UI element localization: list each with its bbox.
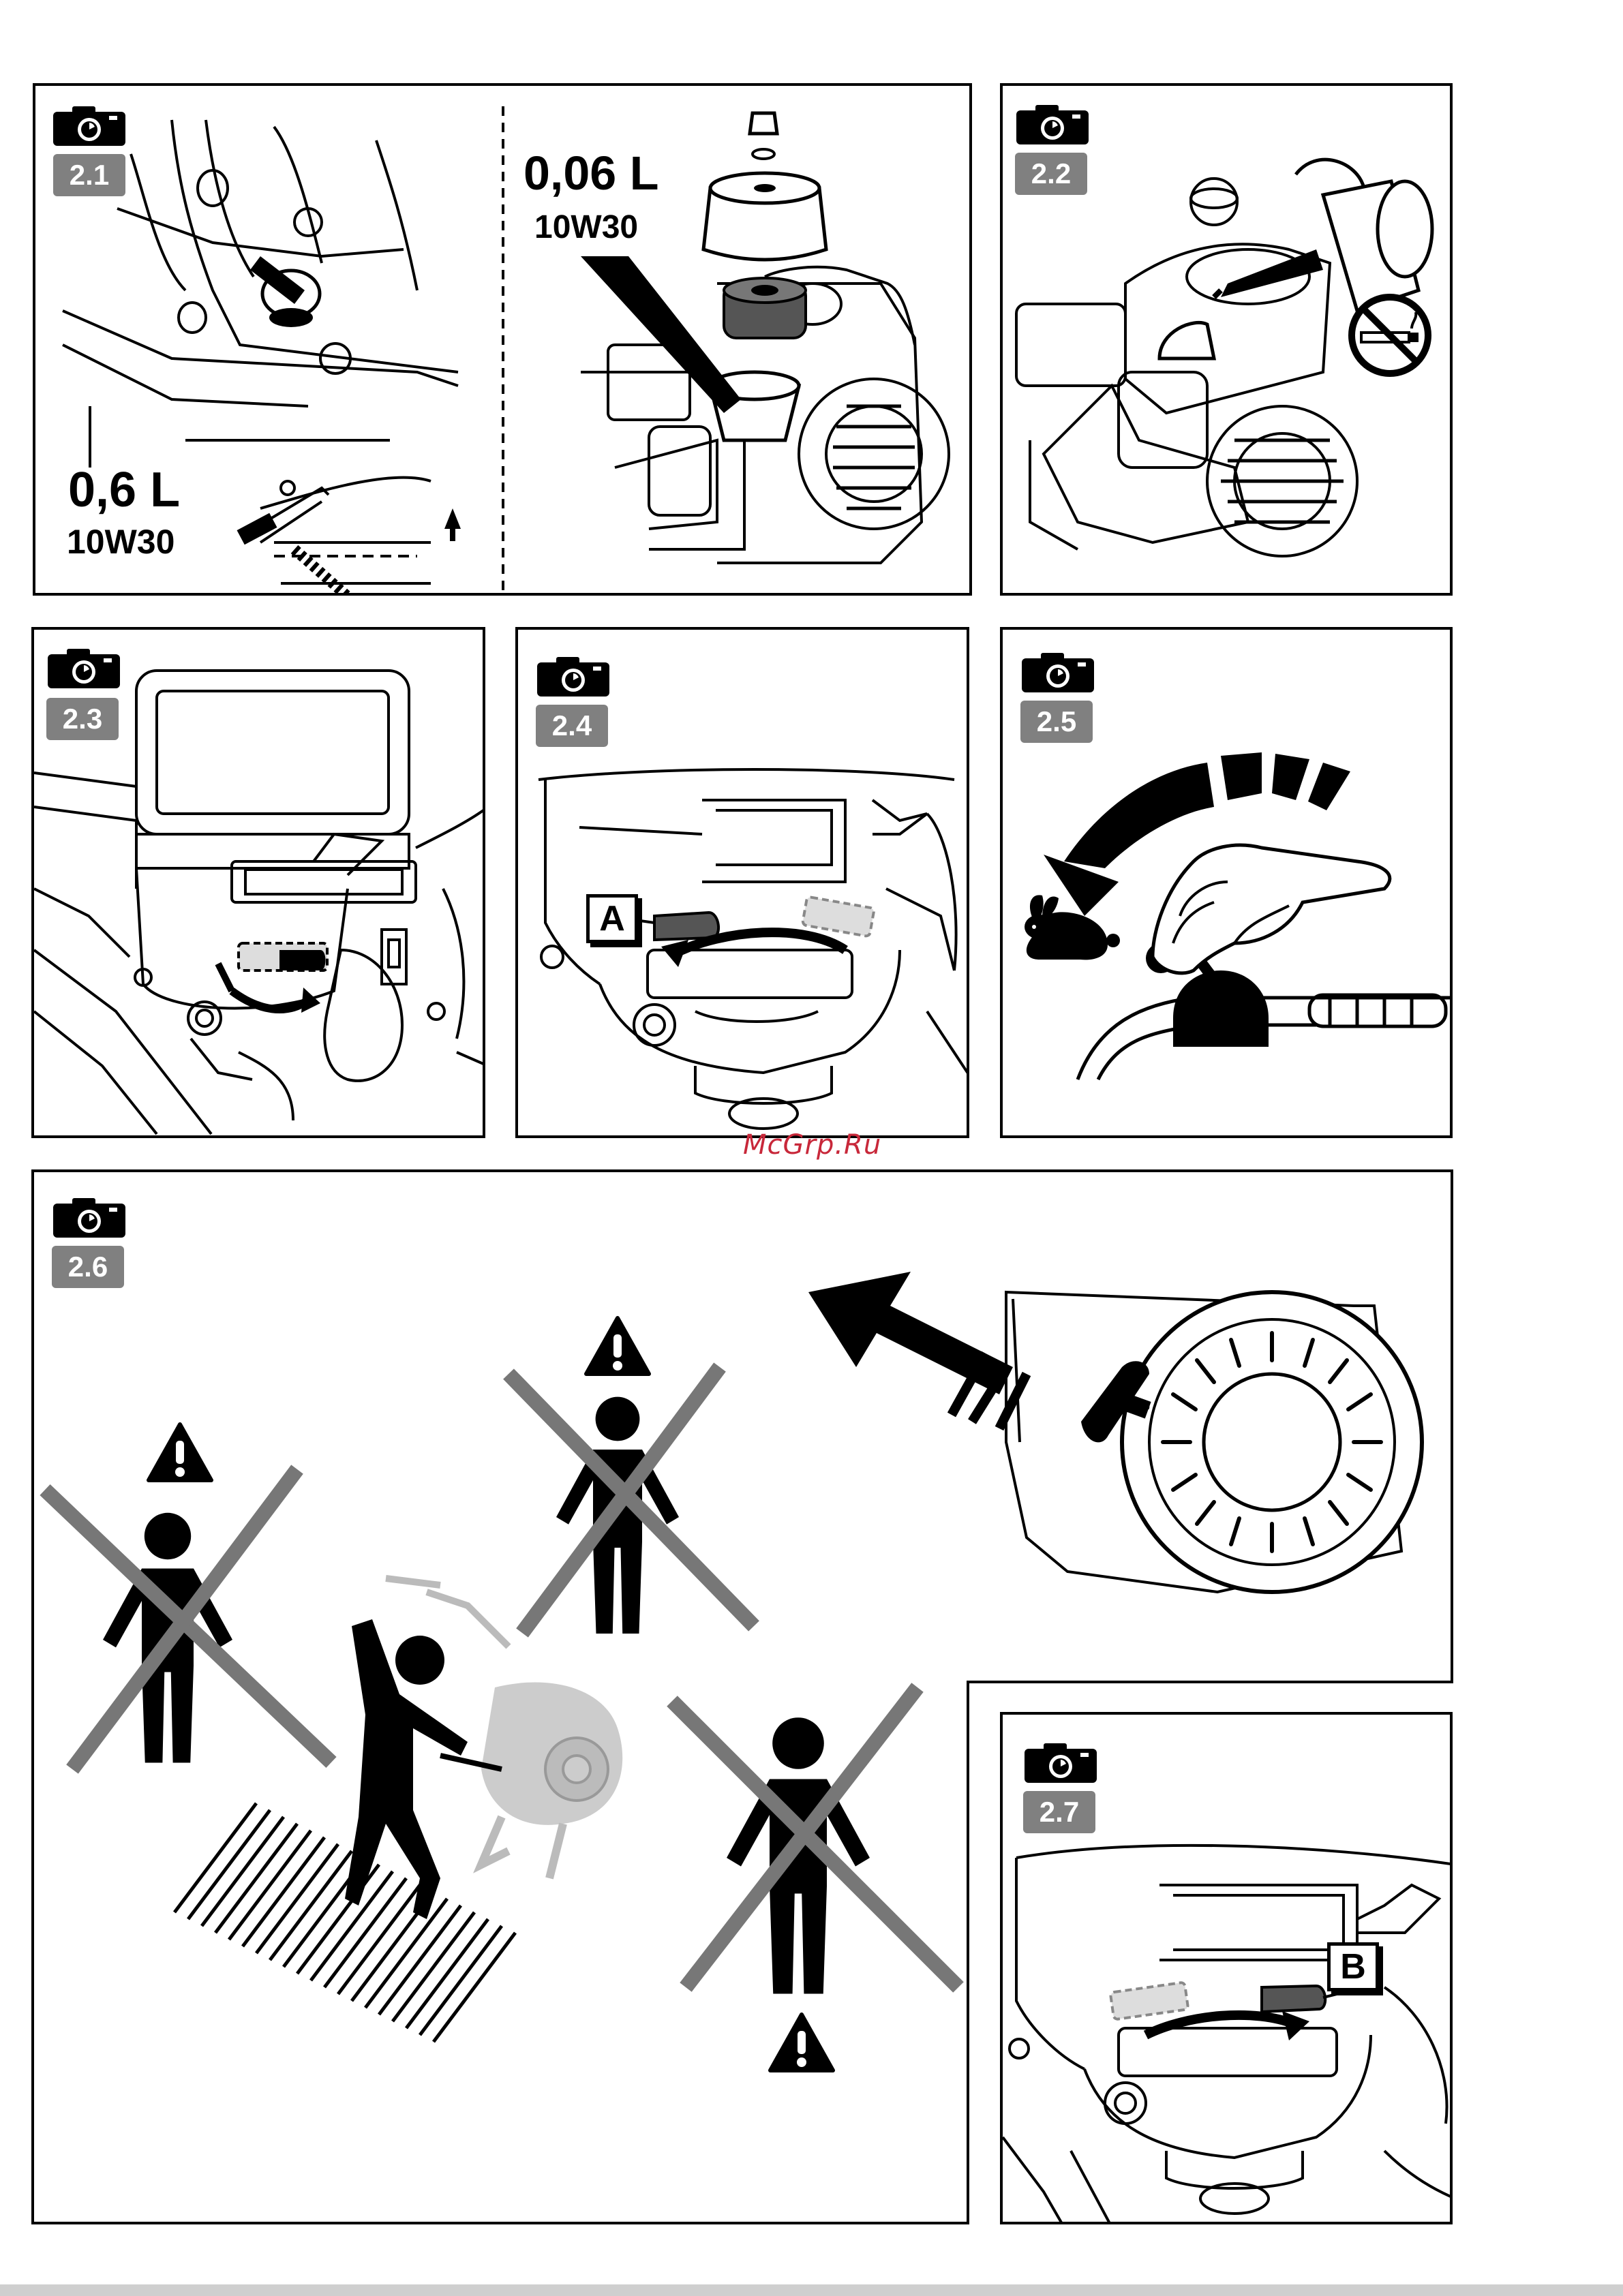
oil-grade-label-a: 10W30 [534,209,638,246]
panel-2-1: 2.1 [33,83,972,596]
oil-volume-label-a: 0,06 L [524,146,658,200]
engine-oil-drain-illustration [35,86,972,596]
lever-position-label-a: A [586,894,638,943]
page-bottom-border [0,2284,1623,2296]
choke-lever-open-illustration [1003,1715,1453,2224]
throttle-hand-illustration [1003,630,1453,1138]
watermark-text: McGrp.Ru [743,1129,881,1161]
panel-2-5: 2.5 [1000,627,1453,1138]
oil-grade-label-b: 10W30 [67,522,175,562]
panel-2-7: 2.7 B [1000,1712,1453,2224]
panel-2-4: 2.4 A [515,627,969,1138]
rabbit-icon [1012,889,1121,964]
panel-2-2: 2.2 [1000,83,1453,596]
no-smoking-icon [1346,292,1434,379]
fuel-valve-illustration [34,630,485,1138]
oil-volume-label-b: 0,6 L [68,462,180,518]
choke-lever-closed-illustration [518,630,969,1138]
lever-position-label-b: B [1327,1942,1379,1991]
panel-2-3: 2.3 [31,627,485,1138]
